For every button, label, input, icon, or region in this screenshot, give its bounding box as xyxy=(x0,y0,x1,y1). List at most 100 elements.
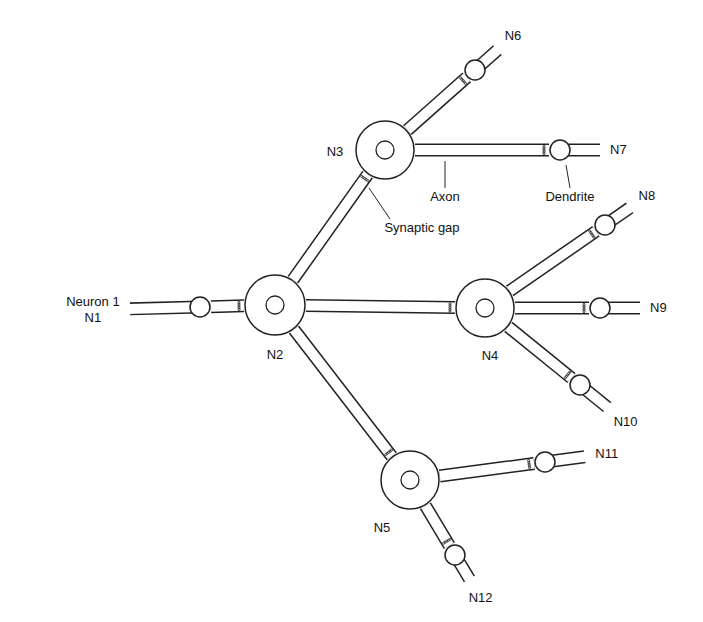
dendrite-terminal: Neuron 1N1 xyxy=(189,296,211,318)
neuron-label: N9 xyxy=(648,300,669,316)
leader-line xyxy=(369,188,390,219)
neuron-outline xyxy=(569,374,591,396)
neuron-label: N10 xyxy=(612,414,640,430)
neuron-cell-body: N2 xyxy=(244,274,306,336)
axon-group xyxy=(415,145,549,154)
axon-group xyxy=(294,330,393,457)
synaptic-vesicle xyxy=(543,153,545,155)
dendrite-terminal: N9 xyxy=(589,297,611,319)
axon-group xyxy=(508,327,571,379)
axon-connector xyxy=(440,463,534,476)
dendrite-process xyxy=(128,307,200,309)
dendrite-terminal: N11 xyxy=(534,451,556,473)
label-group: N12 xyxy=(467,590,495,606)
leader-line xyxy=(566,165,570,188)
neuron-outline xyxy=(244,274,306,336)
synaptic-vesicle xyxy=(443,542,445,544)
dendrite-fill xyxy=(128,307,200,309)
label-group: Neuron 1N1 xyxy=(64,294,121,325)
neuron-outline xyxy=(534,451,556,473)
neuron-outline xyxy=(189,296,211,318)
dendrite-terminal: N12 xyxy=(444,544,466,566)
neuron-label: N12 xyxy=(467,590,495,606)
axon-connector xyxy=(508,327,571,378)
axon-outline xyxy=(510,231,596,291)
dendrite-terminal: N10 xyxy=(569,374,591,396)
part-label: Synaptic gap xyxy=(382,220,461,236)
axon-connector xyxy=(407,77,466,130)
axon-outline xyxy=(440,463,534,476)
neuron-cell-body: N5 xyxy=(380,450,440,510)
part-label: Dendrite xyxy=(543,189,596,205)
axon-outline xyxy=(425,506,449,546)
label-group: N6 xyxy=(503,28,524,44)
neuron-outline xyxy=(594,214,616,236)
leader-line xyxy=(445,161,446,188)
axon-connector xyxy=(306,305,455,307)
axon-outline xyxy=(293,174,368,279)
axon-connector xyxy=(515,303,589,313)
synaptic-vesicle xyxy=(238,308,240,310)
label-group: N10 xyxy=(612,414,640,430)
label-group: N11 xyxy=(593,446,620,462)
dendrite-terminal: N8 xyxy=(594,214,616,236)
axon-outline xyxy=(306,305,455,307)
synaptic-vesicle xyxy=(385,453,387,455)
synaptic-vesicle xyxy=(367,180,369,182)
neuron-outline xyxy=(550,140,570,160)
label-group: N8 xyxy=(637,188,658,204)
neuron-outline xyxy=(456,279,514,337)
label-group: N4 xyxy=(480,348,501,364)
label-group: N2 xyxy=(265,347,286,363)
axon-connector xyxy=(293,174,368,279)
axon-outline xyxy=(515,302,589,315)
axon-outline xyxy=(294,330,392,457)
neuron-label: N3 xyxy=(325,144,346,160)
axon-connector xyxy=(294,330,392,457)
neuron-outline xyxy=(589,297,611,319)
neuron-outline xyxy=(570,375,590,395)
axon-outline xyxy=(415,144,549,157)
neuron-outline xyxy=(590,298,610,318)
neuron-label: N2 xyxy=(265,347,286,363)
label-group: N7 xyxy=(608,142,629,158)
synaptic-vesicle xyxy=(564,377,566,379)
synaptic-vesicle xyxy=(464,82,466,84)
neuron-label: N1 xyxy=(83,310,104,326)
neuron-outline xyxy=(549,139,571,161)
axon-group xyxy=(425,506,451,546)
axon-group xyxy=(407,77,466,130)
neuron-outline xyxy=(190,297,210,317)
neuron-label: N8 xyxy=(637,188,658,204)
axon-group xyxy=(293,174,369,279)
neuron-cell-body: N4 xyxy=(455,278,515,338)
neuron-label: Neuron 1 xyxy=(64,294,121,310)
neuron-label: N11 xyxy=(593,446,620,462)
neuron-outline xyxy=(445,545,465,565)
nucleus xyxy=(266,296,284,314)
neuron-label: N5 xyxy=(372,520,393,536)
synaptic-vesicle xyxy=(449,310,451,312)
neuron-outline xyxy=(381,451,439,509)
synaptic-vesicle xyxy=(593,236,595,238)
axon-outline xyxy=(508,327,571,378)
neuron-outline xyxy=(356,121,414,179)
neuron-label: N4 xyxy=(480,348,501,364)
neuron-outline xyxy=(355,120,415,180)
neuron-outline xyxy=(455,278,515,338)
label-group: N3 xyxy=(325,144,346,160)
nucleus xyxy=(476,299,494,317)
neuron-outline xyxy=(464,59,486,81)
neuron-label: N6 xyxy=(503,28,524,44)
axon-connector xyxy=(211,301,244,312)
synaptic-vesicle xyxy=(529,467,531,469)
synaptic-vesicle xyxy=(583,311,585,313)
axon-outline xyxy=(407,77,466,130)
dendrite-terminal: N6 xyxy=(464,59,486,81)
neuron-outline xyxy=(535,452,555,472)
neuron-outline xyxy=(245,275,305,335)
axon-outline xyxy=(211,299,244,313)
neuron-outline xyxy=(465,60,485,80)
neuron-outline xyxy=(595,215,615,235)
dendrite-terminal: N7 xyxy=(549,139,571,161)
